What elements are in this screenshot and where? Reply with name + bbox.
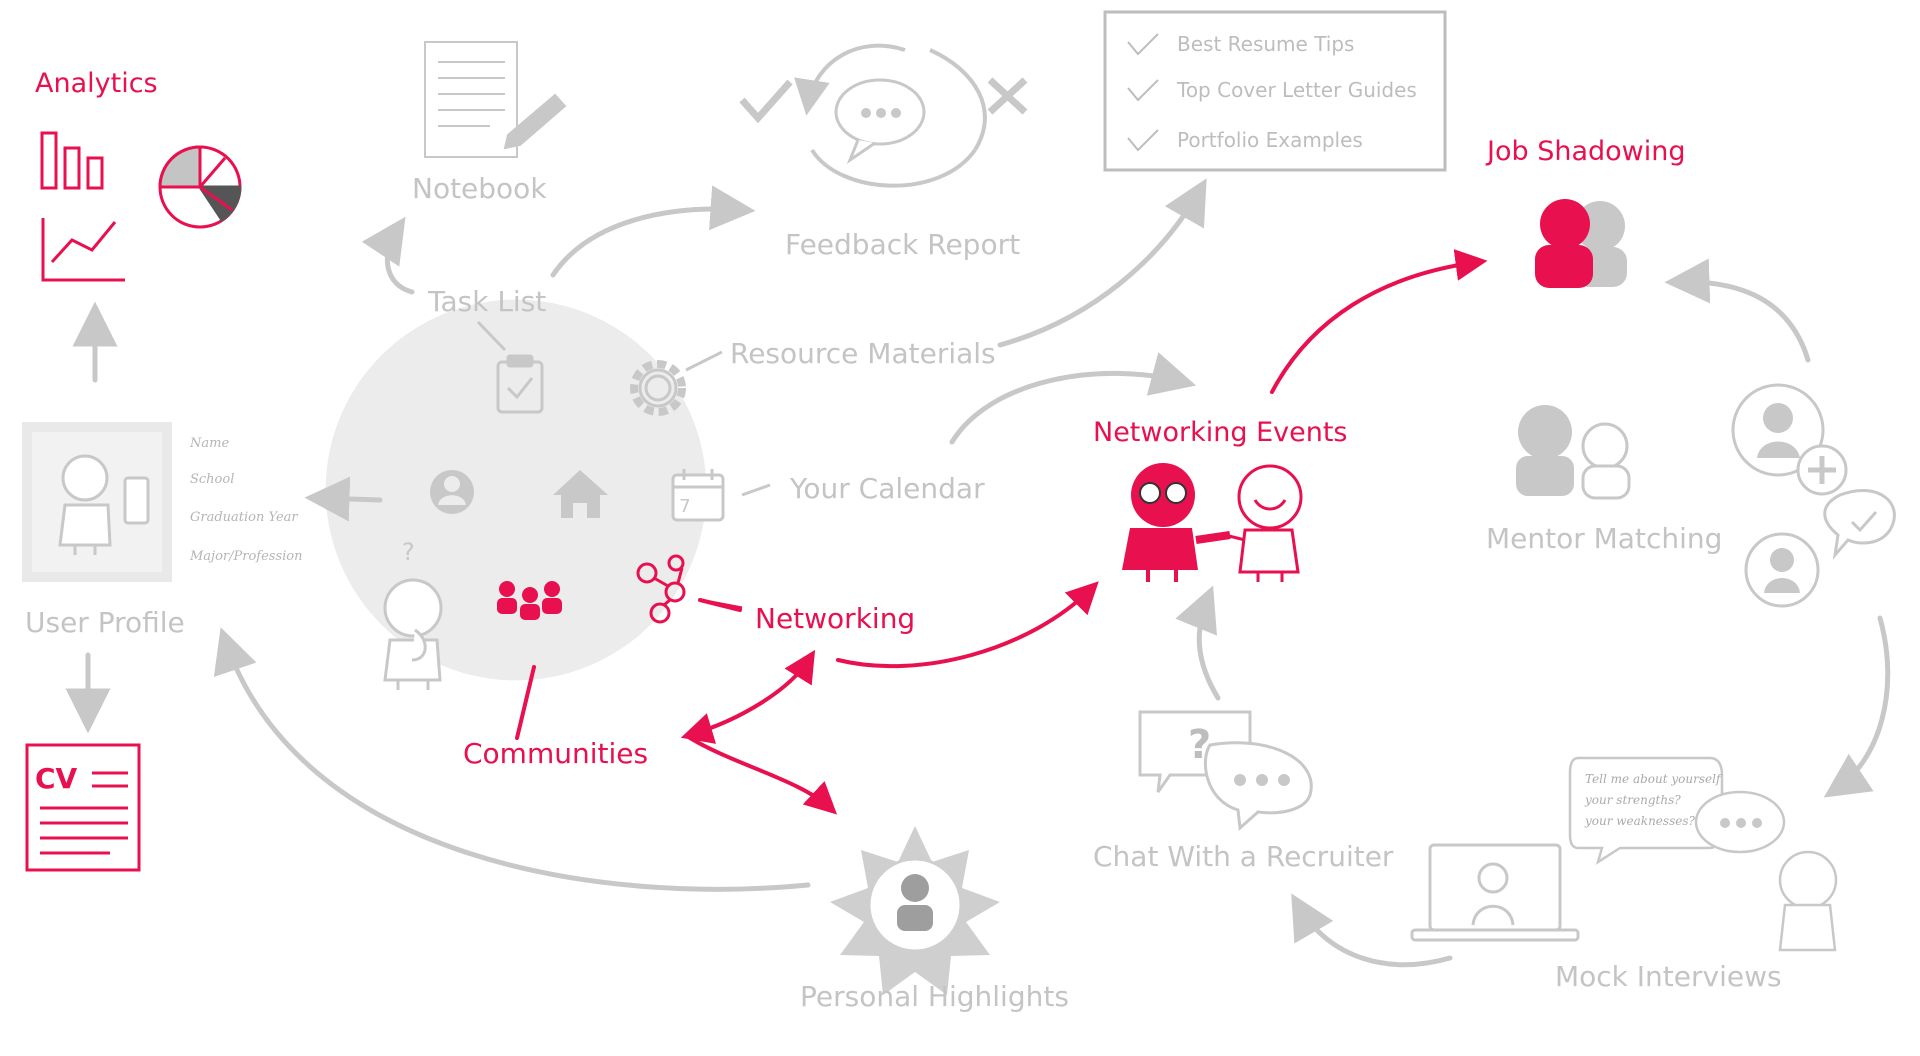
profile-field: Graduation Year (190, 510, 298, 525)
network-icon (636, 554, 686, 624)
interview-question: your weaknesses? (1585, 814, 1695, 828)
personal-highlights-label: Personal Highlights (800, 980, 1069, 1013)
cv-document-icon (25, 743, 141, 872)
recruiter-question-mark: ? (1188, 722, 1211, 768)
your-calendar-label: Your Calendar (790, 472, 985, 505)
add-user-icon (1731, 383, 1896, 608)
user-icon (430, 470, 474, 514)
mentor-matching-icon (1516, 405, 1631, 500)
user-profile-label: User Profile (25, 606, 185, 639)
analytics-icons (40, 131, 242, 282)
calendar-day: 7 (679, 496, 690, 517)
profile-field: Name (190, 436, 230, 451)
networking-events-label: Networking Events (1093, 417, 1348, 448)
profile-field: Major/Profession (190, 549, 303, 564)
gear-icon (630, 360, 686, 416)
networking-people-icon (1122, 463, 1303, 582)
analytics-label: Analytics (35, 68, 158, 99)
check-icon (739, 79, 793, 124)
interview-bubbles (1568, 756, 1838, 952)
mentor-matching-label: Mentor Matching (1486, 522, 1723, 555)
networking-label: Networking (755, 602, 916, 635)
feedback-report-label: Feedback Report (785, 228, 1021, 261)
grey-connectors (65, 178, 1891, 968)
calendar-icon (671, 469, 725, 522)
job-shadowing-label: Job Shadowing (1487, 136, 1686, 167)
checklist-item: Best Resume Tips (1177, 32, 1355, 56)
clipboard-icon (496, 354, 544, 414)
recruiter-chat-icon (1138, 710, 1313, 832)
home-icon (553, 470, 608, 518)
question-mark: ? (402, 538, 415, 566)
cv-label: CV (35, 762, 78, 795)
red-connectors (515, 249, 1488, 815)
pie-chart-icon (158, 145, 242, 229)
interview-question: your strengths? (1585, 793, 1681, 807)
task-list-label: Task List (428, 285, 547, 318)
pencil-icon (503, 93, 567, 150)
notebook-icon (424, 41, 567, 158)
group-icon (497, 581, 562, 620)
chat-bubble-icon (834, 78, 926, 165)
resources-checklist-box (1103, 10, 1447, 172)
checklist-item: Portfolio Examples (1177, 128, 1363, 152)
mock-interviews-label: Mock Interviews (1555, 960, 1782, 993)
user-profile-card (22, 422, 172, 582)
close-icon (987, 77, 1028, 115)
thinking-person-icon (383, 578, 443, 690)
line-chart-icon (41, 218, 125, 282)
job-shadowing-icon (1535, 199, 1627, 288)
bar-chart-icon (40, 131, 58, 190)
resource-materials-label: Resource Materials (730, 337, 996, 370)
feedback-report-icon (739, 43, 1028, 188)
notebook-label: Notebook (412, 172, 547, 205)
interview-question: Tell me about yourself (1585, 772, 1721, 786)
laptop-icon (1410, 843, 1580, 942)
profile-field: School (190, 472, 235, 487)
chat-with-recruiter-label: Chat With a Recruiter (1093, 840, 1394, 873)
communities-label: Communities (463, 737, 649, 770)
checklist-item: Top Cover Letter Guides (1177, 78, 1417, 102)
sun-badge-icon (830, 826, 1000, 995)
hub-icons (430, 320, 771, 624)
